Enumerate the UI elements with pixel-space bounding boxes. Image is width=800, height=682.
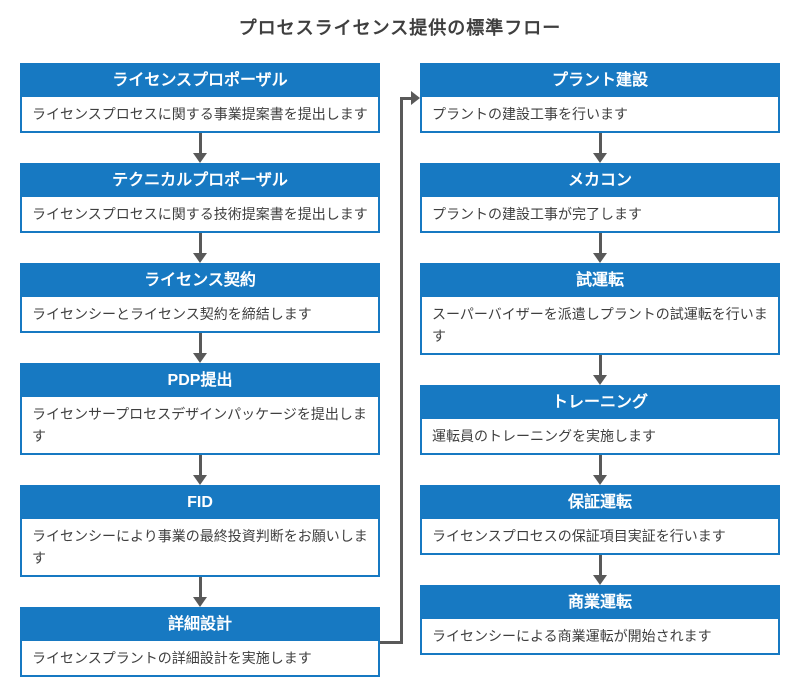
flow-step-description: ライセンサープロセスデザインパッケージを提出します [22,397,378,453]
flow-step-description: 運転員のトレーニングを実施します [422,419,778,453]
arrow-down-icon [20,577,380,607]
arrow-down-icon [420,355,780,385]
flow-step-detail-design: 詳細設計 ライセンスプラントの詳細設計を実施します [20,607,380,677]
flow-step-description: ライセンシーによる商業運転が開始されます [422,619,778,653]
flow-step-description: ライセンスプロセスに関する事業提案書を提出します [22,97,378,131]
arrow-down-icon [20,133,380,163]
flow-step-title: PDP提出 [22,365,378,397]
flow-column-right: プラント建設 プラントの建設工事を行います メカコン プラントの建設工事が完了し… [420,63,780,655]
flow-step-title: ライセンスプロポーザル [22,65,378,97]
arrow-down-icon [420,455,780,485]
flow-step-description: ライセンスプラントの詳細設計を実施します [22,641,378,675]
flow-step-training: トレーニング 運転員のトレーニングを実施します [420,385,780,455]
flow-step-technical-proposal: テクニカルプロポーザル ライセンスプロセスに関する技術提案書を提出します [20,163,380,233]
arrow-down-icon [420,133,780,163]
flow-step-pdp-submission: PDP提出 ライセンサープロセスデザインパッケージを提出します [20,363,380,455]
flow-step-mechanical-completion: メカコン プラントの建設工事が完了します [420,163,780,233]
connector-line [380,640,403,644]
flow-step-title: 保証運転 [422,487,778,519]
page-title: プロセスライセンス提供の標準フロー [238,18,562,38]
flow-step-description: スーパーバイザーを派遣しプラントの試運転を行います [422,297,778,353]
flow-step-description: ライセンシーにより事業の最終投資判断をお願いします [22,519,378,575]
flow-step-guarantee-run: 保証運転 ライセンスプロセスの保証項目実証を行います [420,485,780,555]
flow-step-description: ライセンシーとライセンス契約を締結します [22,297,378,331]
arrow-down-icon [20,333,380,363]
flow-step-description: ライセンスプロセスの保証項目実証を行います [422,519,778,553]
flow-step-title: メカコン [422,165,778,197]
connector-line [400,96,411,100]
flow-step-title: ライセンス契約 [22,265,378,297]
arrow-down-icon [420,233,780,263]
flow-step-description: ライセンスプロセスに関する技術提案書を提出します [22,197,378,231]
flow-step-title: プラント建設 [422,65,778,97]
arrow-down-icon [20,455,380,485]
flow-step-description: プラントの建設工事が完了します [422,197,778,231]
flow-step-test-run: 試運転 スーパーバイザーを派遣しプラントの試運転を行います [420,263,780,355]
flow-step-title: テクニカルプロポーザル [22,165,378,197]
flow-step-fid: FID ライセンシーにより事業の最終投資判断をお願いします [20,485,380,577]
flow-step-title: FID [22,487,378,519]
arrow-down-icon [420,555,780,585]
flow-step-title: 商業運転 [422,587,778,619]
flow-step-commercial-operation: 商業運転 ライセンシーによる商業運転が開始されます [420,585,780,655]
connector-line [400,96,403,644]
flow-step-plant-construction: プラント建設 プラントの建設工事を行います [420,63,780,133]
flow-step-title: 試運転 [422,265,778,297]
flow-step-license-proposal: ライセンスプロポーザル ライセンスプロセスに関する事業提案書を提出します [20,63,380,133]
arrow-right-icon [411,91,420,105]
flow-step-license-agreement: ライセンス契約 ライセンシーとライセンス契約を締結します [20,263,380,333]
flow-step-title: トレーニング [422,387,778,419]
flow-column-left: ライセンスプロポーザル ライセンスプロセスに関する事業提案書を提出します テクニ… [20,63,380,677]
flow-step-title: 詳細設計 [22,609,378,641]
flow-step-description: プラントの建設工事を行います [422,97,778,131]
arrow-down-icon [20,233,380,263]
